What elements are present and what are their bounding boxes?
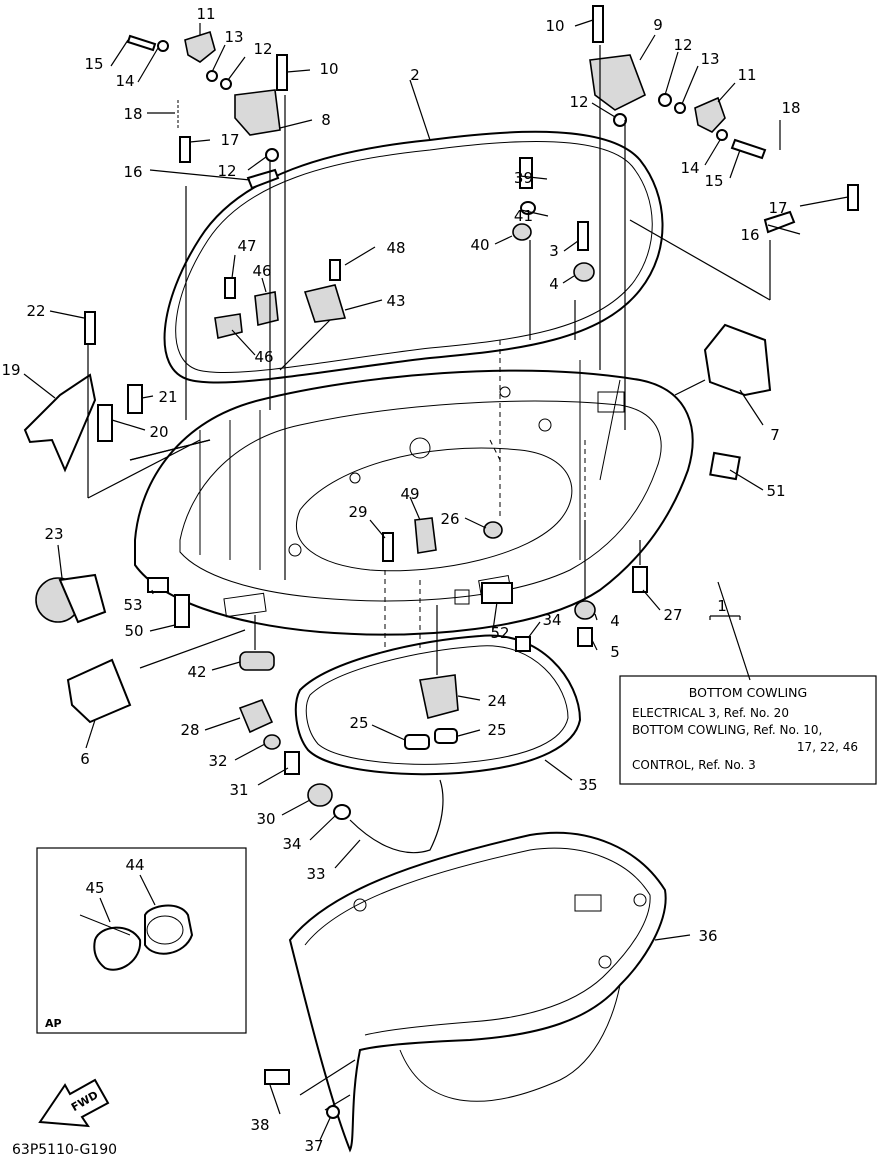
callout-30: 30 xyxy=(256,810,275,828)
callout-31: 31 xyxy=(229,781,248,799)
callout-13-left: 13 xyxy=(224,28,243,46)
callout-16-left: 16 xyxy=(123,163,142,181)
callout-25-left: 25 xyxy=(349,714,368,732)
callout-24: 24 xyxy=(487,692,506,710)
callout-21: 21 xyxy=(158,388,177,406)
callout-12-a: 12 xyxy=(253,40,272,58)
callout-29: 29 xyxy=(348,503,367,521)
gasket-outline xyxy=(163,130,664,384)
callout-12-d: 12 xyxy=(569,93,588,111)
callout-38: 38 xyxy=(250,1116,269,1134)
callout-13-right: 13 xyxy=(700,50,719,68)
fwd-arrow: FWD xyxy=(38,1078,110,1128)
callout-25-right: 25 xyxy=(487,721,506,739)
callout-10-left: 10 xyxy=(319,60,338,78)
callout-4: 4 xyxy=(549,275,559,293)
reference-box: BOTTOM COWLING ELECTRICAL 3, Ref. No. 20… xyxy=(619,675,877,785)
callout-22: 22 xyxy=(26,302,45,320)
callout-44: 46 xyxy=(254,348,273,366)
callout-27: 27 xyxy=(663,606,682,624)
bottom-cowling-body xyxy=(134,360,694,636)
callout-32: 32 xyxy=(208,752,227,770)
callout-43: 43 xyxy=(386,292,405,310)
callout-34-upper: 34 xyxy=(542,611,561,629)
callout-10-right: 10 xyxy=(545,17,564,35)
callout-46-right: 48 xyxy=(386,239,405,257)
callout-9: 9 xyxy=(653,16,663,34)
callout-48: 50 xyxy=(124,622,143,640)
callout-33: 33 xyxy=(306,865,325,883)
callout-53: 53 xyxy=(123,596,142,614)
callout-6: 6 xyxy=(80,750,90,768)
callout-18-right: 18 xyxy=(781,99,800,117)
callout-46-left: 47 xyxy=(237,237,256,255)
callout-8: 8 xyxy=(321,111,331,129)
callout-2: 2 xyxy=(410,66,420,84)
callout-45: 46 xyxy=(252,262,271,280)
reference-line-4: CONTROL, Ref. No. 3 xyxy=(632,758,756,772)
callout-52: 52 xyxy=(490,624,509,642)
small-parts xyxy=(23,5,859,1119)
ap-inset-box: 45 44 AP xyxy=(36,847,247,1034)
callout-39: 39 xyxy=(514,169,533,187)
callout-18-left: 18 xyxy=(123,105,142,123)
callout-34-lower: 34 xyxy=(282,835,301,853)
callout-50: 45 xyxy=(85,879,104,897)
callout-3: 3 xyxy=(549,242,559,260)
callout-42: 42 xyxy=(187,663,206,681)
leader-lines xyxy=(23,19,849,1141)
callout-23: 23 xyxy=(44,525,63,543)
callout-17-left: 17 xyxy=(220,131,239,149)
callout-7: 7 xyxy=(770,426,780,444)
callout-20: 20 xyxy=(149,423,168,441)
callout-17-right: 17 xyxy=(768,199,787,217)
callout-35: 35 xyxy=(578,776,597,794)
callout-47: 49 xyxy=(400,485,419,503)
callout-40: 40 xyxy=(470,236,489,254)
callout-5: 5 xyxy=(610,643,620,661)
callout-1: 1 xyxy=(717,597,727,615)
reference-line-3: 17, 22, 46 xyxy=(797,740,858,754)
reference-box-title: BOTTOM COWLING xyxy=(689,685,807,700)
callout-11-right: 11 xyxy=(737,66,756,84)
callout-11-left: 11 xyxy=(196,5,215,23)
callout-15-left: 15 xyxy=(84,55,103,73)
callout-51: 51 xyxy=(766,482,785,500)
diagram-code: 63P5110-G190 xyxy=(12,1142,117,1158)
callout-16-right: 16 xyxy=(740,226,759,244)
callout-19: 19 xyxy=(1,361,20,379)
callout-28: 28 xyxy=(180,721,199,739)
callout-4-lower: 4 xyxy=(610,612,620,630)
callout-37: 37 xyxy=(304,1137,323,1155)
reference-line-1: ELECTRICAL 3, Ref. No. 20 xyxy=(632,706,789,720)
lower-cowling xyxy=(288,831,667,1153)
callout-36: 36 xyxy=(698,927,717,945)
callout-labels: 1 2 3 4 4 5 6 7 8 9 10 10 11 11 12 12 12… xyxy=(1,5,800,1155)
callout-15-right: 15 xyxy=(704,172,723,190)
callout-49: 44 xyxy=(125,856,144,874)
callout-14-left: 14 xyxy=(115,72,134,90)
callout-12-c: 12 xyxy=(673,36,692,54)
callout-12-b: 12 xyxy=(217,162,236,180)
inset-ap-label: AP xyxy=(45,1017,62,1030)
reference-line-2: BOTTOM COWLING, Ref. No. 10, xyxy=(632,723,822,737)
callout-14-right: 14 xyxy=(680,159,699,177)
callout-26: 26 xyxy=(440,510,459,528)
callout-41: 41 xyxy=(514,207,533,225)
